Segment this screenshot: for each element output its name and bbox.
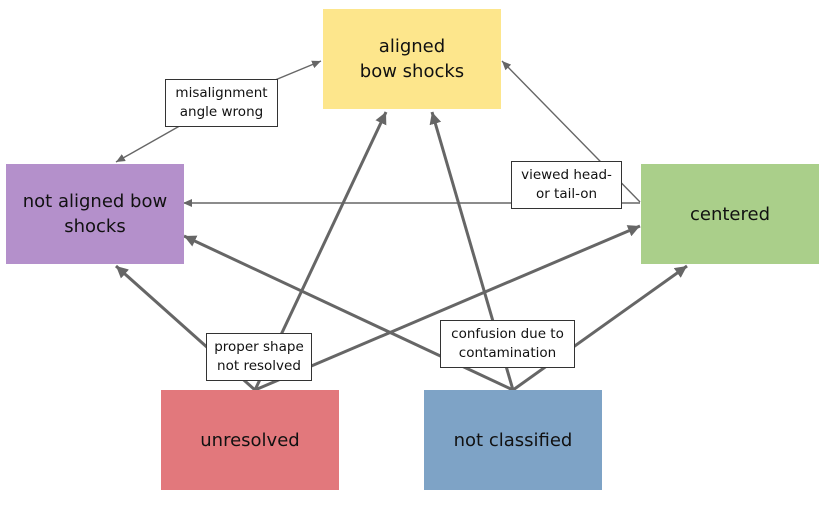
node-not-classified: not classified (424, 390, 602, 490)
edge-label-misalignment-text: misalignment angle wrong (175, 85, 268, 120)
node-not-aligned-bow-shocks: not aligned bow shocks (6, 164, 184, 264)
node-centered: centered (641, 164, 819, 264)
edge-label-proper-shape-text: proper shape not resolved (214, 339, 304, 374)
edge-label-confusion-text: confusion due to contamination (451, 326, 564, 361)
edge-not-classified-to-centered (512, 264, 688, 392)
edge-label-viewed-text: viewed head- or tail-on (521, 167, 612, 202)
node-aligned-bow-shocks: aligned bow shocks (323, 9, 501, 109)
thick-edges (115, 111, 688, 392)
node-centered-text: centered (689, 203, 770, 225)
edge-label-confusion: confusion due to contamination (440, 320, 575, 368)
node-unresolved-text: unresolved (200, 429, 300, 451)
edge-label-viewed-head-or-tail-on: viewed head- or tail-on (511, 161, 622, 209)
node-not-classified-text: not classified (453, 429, 573, 451)
node-not-aligned-bow-shocks-text: not aligned bow shocks (22, 191, 168, 237)
edge-label-misalignment: misalignment angle wrong (165, 79, 278, 127)
node-aligned-bow-shocks-text: aligned bow shocks (359, 36, 465, 82)
edge-unresolved-to-centered (254, 224, 641, 392)
edge-label-proper-shape: proper shape not resolved (206, 333, 312, 381)
node-unresolved: unresolved (161, 390, 339, 490)
